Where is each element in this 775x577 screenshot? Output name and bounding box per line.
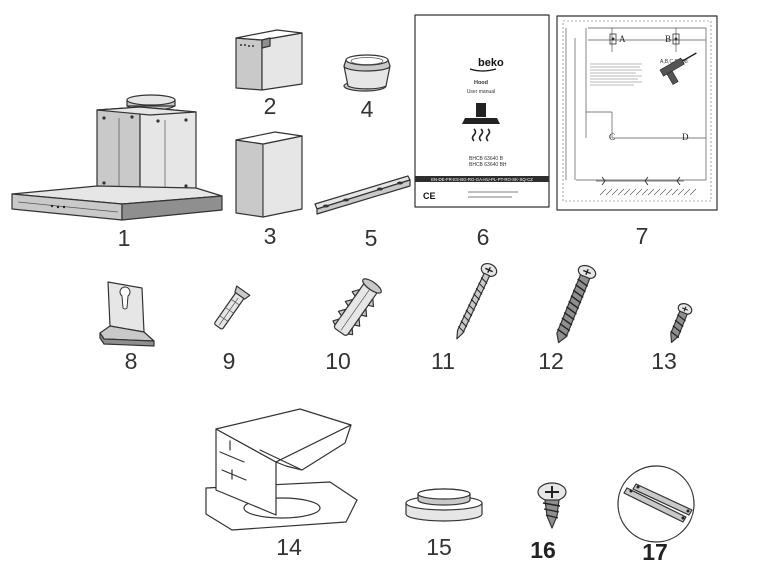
manual-languages: EN-DE-FR-ES-BG-RO-GA-HU-PL-PT-RO-SK-SQ-C…: [431, 177, 533, 182]
template-letter-c: C: [609, 132, 615, 142]
chimney-support-bracket-icon: [205, 408, 358, 531]
part-number-17: 17: [642, 539, 668, 565]
small-wall-plug-icon: [214, 285, 251, 330]
manual-ce-mark: CE: [423, 191, 436, 201]
template-letter-a: A: [619, 34, 626, 44]
tapping-screw-icon: [537, 482, 567, 529]
large-wall-plug-icon: [332, 278, 382, 336]
part-number-14: 14: [276, 534, 302, 560]
manual-model-2: BHCB 63640 BH: [469, 162, 507, 168]
short-screw-icon: [670, 303, 693, 343]
part-number-7: 7: [636, 223, 649, 249]
thick-screw-icon: [556, 264, 597, 344]
installation-template-icon: A B C D A,B,C,D=Ø8: [556, 15, 718, 211]
part-number-1: 1: [118, 225, 131, 251]
part-number-6: 6: [477, 224, 490, 250]
lower-chimney-cover-icon: [235, 131, 303, 218]
user-manual-icon: beko Hood User manual BHCB 63640 B BHCB …: [414, 14, 550, 208]
round-cover-plate-icon: [617, 465, 695, 543]
manual-model-1: BHCB 63640 B: [469, 156, 504, 162]
air-outlet-adapter-icon: [343, 54, 391, 92]
part-number-8: 8: [125, 348, 138, 374]
part-number-11: 11: [431, 348, 455, 374]
hanging-hook-icon: [99, 281, 155, 347]
part-number-10: 10: [325, 348, 351, 374]
part-number-16: 16: [530, 537, 556, 563]
part-number-3: 3: [264, 223, 277, 249]
manual-product: Hood: [474, 80, 488, 86]
cooker-hood-icon: [11, 94, 223, 221]
part-number-5: 5: [365, 225, 378, 251]
round-flange-icon: [405, 488, 483, 522]
part-number-4: 4: [361, 96, 374, 122]
template-letter-b: B: [665, 34, 671, 44]
manual-brand: beko: [478, 57, 504, 69]
part-number-2: 2: [264, 93, 277, 119]
upper-chimney-cover-icon: [235, 29, 303, 91]
part-number-9: 9: [223, 348, 236, 374]
manual-subtitle: User manual: [467, 89, 495, 95]
part-number-13: 13: [651, 348, 677, 374]
template-letter-d: D: [682, 132, 689, 142]
part-number-12: 12: [538, 348, 564, 374]
long-screw-icon: [456, 262, 498, 340]
mounting-bracket-icon: [314, 175, 411, 215]
part-number-15: 15: [426, 534, 452, 560]
